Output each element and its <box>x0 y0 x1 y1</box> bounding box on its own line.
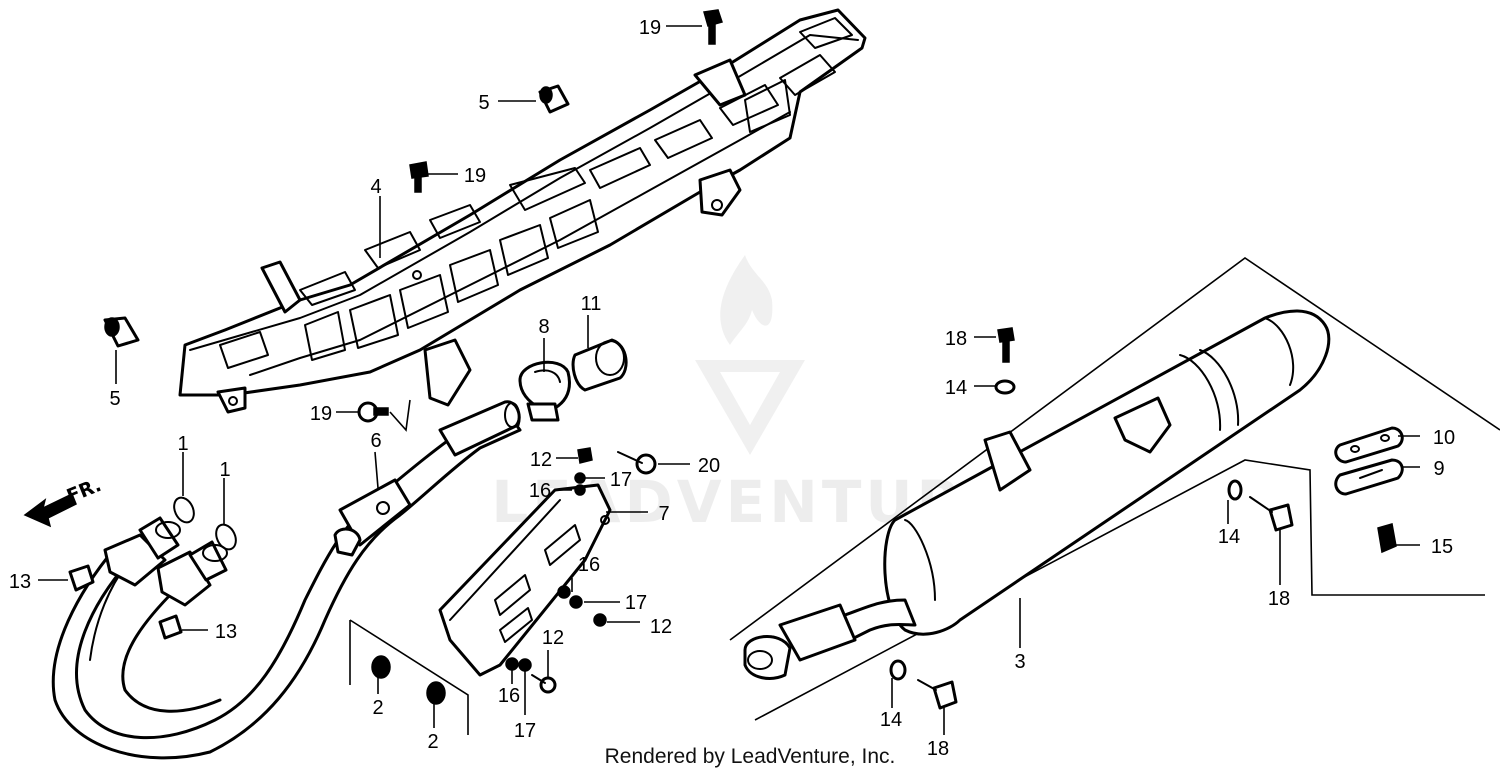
label-2: 2 <box>372 697 383 719</box>
part-11-sleeve <box>571 338 628 392</box>
label-18: 18 <box>1268 588 1290 610</box>
part-4-chain-guard <box>178 8 867 414</box>
part-3-muffler <box>729 257 1500 721</box>
front-label: FR. <box>64 474 105 508</box>
label-18: 18 <box>927 738 949 760</box>
label-17: 17 <box>625 592 647 614</box>
label-10: 10 <box>1433 427 1455 449</box>
label-5: 5 <box>109 388 120 410</box>
leader-lines <box>38 25 1420 735</box>
label-6: 6 <box>370 430 381 452</box>
label-5: 5 <box>478 92 489 114</box>
part-7-heat-guard <box>438 447 612 677</box>
collar-5-left <box>103 316 140 348</box>
part-1-gaskets <box>173 496 237 551</box>
bolt-20 <box>617 451 657 475</box>
front-direction-arrow: FR. <box>23 474 105 528</box>
label-1: 1 <box>219 459 230 481</box>
label-14: 14 <box>880 709 902 731</box>
label-9: 9 <box>1433 458 1444 480</box>
label-16: 16 <box>529 480 551 502</box>
label-7: 7 <box>658 503 669 525</box>
rendered-by-credit: Rendered by LeadVenture, Inc. <box>605 745 896 768</box>
label-8: 8 <box>538 316 549 338</box>
collar-5-top <box>538 84 570 114</box>
callout-labels: 19 5 19 4 5 11 8 19 6 20 12 17 16 7 1 1 … <box>9 17 1455 760</box>
label-18: 18 <box>945 328 967 350</box>
muffler-fasteners <box>889 327 1397 710</box>
part-2-caps <box>349 619 469 735</box>
part-6-exhaust-pipe <box>51 400 522 760</box>
label-17: 17 <box>514 720 536 742</box>
label-19: 19 <box>464 165 486 187</box>
label-1: 1 <box>177 433 188 455</box>
label-14: 14 <box>945 377 967 399</box>
part-8-clamp <box>518 360 571 422</box>
label-16: 16 <box>578 554 600 576</box>
label-16: 16 <box>498 685 520 707</box>
label-11: 11 <box>581 293 602 315</box>
label-17: 17 <box>610 469 632 491</box>
label-4: 4 <box>370 176 381 198</box>
label-14: 14 <box>1218 526 1240 548</box>
label-12: 12 <box>650 616 672 638</box>
bolt-19-mid <box>409 161 429 193</box>
bolt-19-low <box>357 401 389 423</box>
label-20: 20 <box>698 455 720 477</box>
bolt-19-top <box>703 9 723 45</box>
fasteners-16-17-12 <box>505 585 607 694</box>
part-13-nuts <box>68 564 183 640</box>
label-3: 3 <box>1014 651 1025 673</box>
label-13: 13 <box>9 571 31 593</box>
label-19: 19 <box>310 403 332 425</box>
label-2: 2 <box>427 731 438 753</box>
label-12: 12 <box>542 627 564 649</box>
label-13: 13 <box>215 621 237 643</box>
label-12: 12 <box>530 449 552 471</box>
label-19: 19 <box>639 17 661 39</box>
label-15: 15 <box>1431 536 1453 558</box>
parts-9-10-brackets <box>1334 426 1404 496</box>
